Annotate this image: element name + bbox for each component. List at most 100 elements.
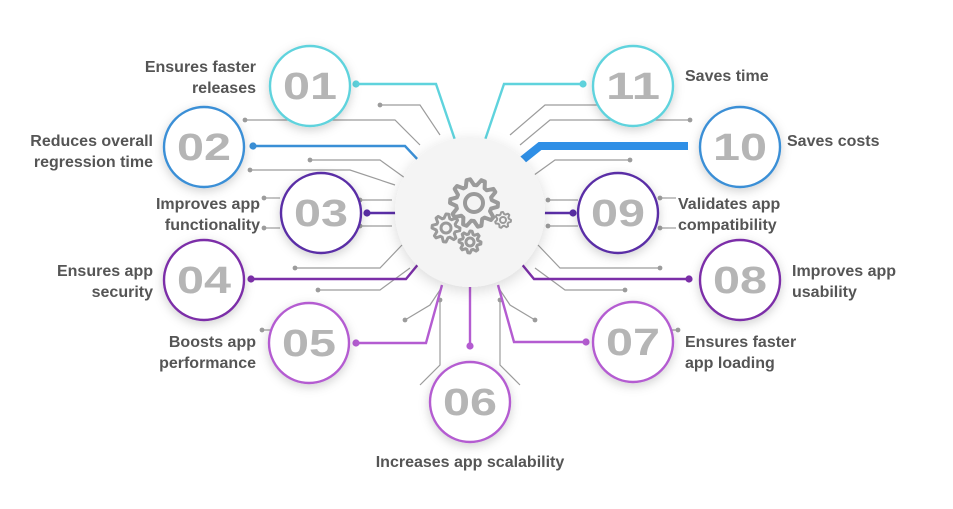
connector-dot (363, 209, 371, 217)
circle-ring (162, 238, 246, 322)
circuit-dot (532, 317, 538, 323)
benefit-number: 11 (606, 66, 660, 108)
circle-ring (698, 238, 782, 322)
circuit-line (534, 267, 625, 291)
benefit-circle-06: 06 (428, 360, 512, 444)
circuit-line (499, 300, 521, 386)
gear-shape (430, 212, 462, 244)
circuit-dot (247, 167, 253, 173)
benefit-label-line: Improves app (792, 263, 897, 280)
gear-hole (439, 221, 453, 235)
gear-shape (494, 211, 512, 229)
circuit-dot (657, 195, 663, 201)
benefit-circle-10: 10 (698, 105, 782, 189)
circuit-dot (402, 317, 408, 323)
circuit-dot (545, 223, 551, 229)
circuit-line (419, 300, 441, 386)
connector-band (517, 142, 688, 166)
circuit-dot (292, 265, 298, 271)
benefit-number: 04 (177, 260, 231, 302)
circle-ring (428, 360, 512, 444)
benefit-label-line: Boosts app (168, 334, 256, 351)
benefit-label-04: Ensures app security (57, 261, 153, 303)
gear-hole (464, 236, 476, 248)
benefit-circle-03: 03 (279, 171, 363, 255)
benefit-label-line: Improves app (155, 196, 260, 213)
benefit-label-11: Saves time (685, 66, 769, 87)
circuit-dot (261, 225, 267, 231)
circuit-line (318, 267, 411, 291)
circuit-dot (315, 287, 321, 293)
circuit-lines (242, 102, 693, 386)
connector-dot (579, 80, 587, 88)
circuit-dot (242, 117, 248, 123)
circle-ring (576, 171, 660, 255)
connector-line (519, 261, 689, 281)
connector-dot (249, 142, 257, 150)
benefit-label-line: functionality (164, 217, 260, 234)
connector-dot (569, 209, 577, 217)
circuit-line (380, 104, 441, 136)
benefit-circle-04: 04 (162, 238, 246, 322)
connector-line (356, 82, 457, 141)
circuit-line (295, 244, 403, 269)
circuit-dot (657, 265, 663, 271)
benefit-label-line: Ensures faster (144, 59, 256, 76)
circuit-dot (259, 327, 265, 333)
connector-dot (685, 275, 693, 283)
benefit-label-line: Ensures app (56, 263, 153, 280)
benefit-label-line: regression time (33, 154, 153, 171)
center-hub (395, 137, 545, 287)
benefit-label-03: Improves app functionality (156, 194, 260, 236)
benefit-number: 09 (591, 193, 645, 235)
connector-dot (247, 275, 255, 283)
connector-dot (582, 338, 590, 346)
circle-ring (591, 44, 675, 128)
circuit-line (519, 119, 690, 146)
connector-line (356, 284, 444, 345)
benefit-number: 02 (177, 127, 231, 169)
benefit-number: 07 (606, 322, 660, 364)
benefit-number: 05 (282, 323, 336, 365)
circuit-line (509, 104, 600, 136)
circuit-dot (377, 102, 383, 108)
connector-line (251, 261, 421, 281)
benefit-circle-07: 07 (591, 300, 675, 384)
benefit-number: 01 (283, 66, 337, 108)
gears-icon (430, 177, 512, 255)
benefit-label-line: security (91, 284, 153, 301)
benefit-label-line: Saves time (685, 68, 769, 85)
benefit-circle-08: 08 (698, 238, 782, 322)
benefit-label-line: Saves costs (787, 133, 880, 150)
circuit-line (250, 169, 396, 186)
circle-ring (268, 44, 352, 128)
benefit-number: 10 (713, 127, 767, 169)
benefit-circles: 01 02 03 04 05 06 07 08 09 10 11 (162, 44, 782, 444)
benefit-number: 06 (443, 382, 497, 424)
circle-ring (698, 105, 782, 189)
gear-hole (499, 216, 507, 224)
benefit-circle-05: 05 (267, 301, 351, 385)
connector-dot (352, 339, 360, 347)
circuit-dot (545, 197, 551, 203)
benefit-label-line: releases (191, 80, 256, 97)
benefit-number: 03 (294, 193, 348, 235)
circuit-dot (657, 225, 663, 231)
benefit-label-line: Ensures faster (685, 334, 797, 351)
benefit-label-line: Increases app scalability (375, 454, 565, 471)
benefit-label-line: performance (159, 355, 256, 372)
gear-shape (448, 177, 500, 229)
connector-dot (352, 80, 360, 88)
connector-dot (466, 342, 474, 350)
benefit-circle-02: 02 (162, 105, 246, 189)
circuit-line (499, 289, 536, 321)
connector-lines (247, 80, 693, 350)
circle-ring (267, 301, 351, 385)
circle-ring (591, 300, 675, 384)
circuit-line (245, 119, 421, 146)
